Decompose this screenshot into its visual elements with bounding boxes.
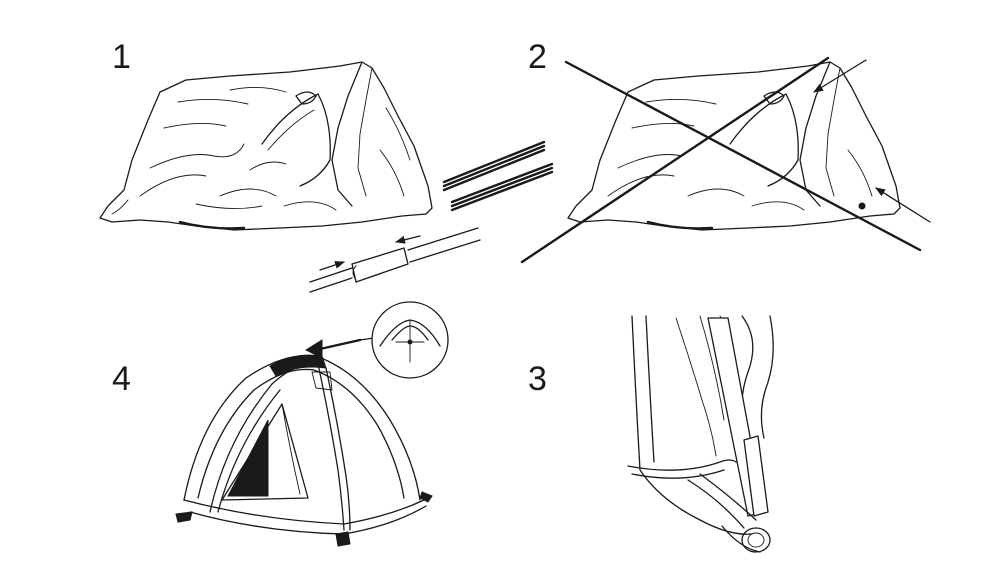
step-number-1: 1 — [112, 38, 131, 76]
panel-3-pole-corner-detail — [627, 315, 774, 553]
step-number-3: 3 — [528, 360, 547, 398]
pole-joint-detail — [309, 227, 481, 293]
folded-pole-bundle-lower — [450, 162, 554, 212]
panel-4-pitched-tent — [175, 301, 449, 547]
step-number-2: 2 — [528, 38, 547, 76]
pole-diagonal-b — [564, 60, 922, 252]
panel-1-flat-tent — [99, 61, 554, 293]
pole-diagonal-a — [520, 56, 830, 264]
folded-pole-bundle-upper — [442, 140, 546, 192]
panel-2-insert-poles — [520, 56, 931, 264]
step-number-4: 4 — [112, 360, 131, 398]
